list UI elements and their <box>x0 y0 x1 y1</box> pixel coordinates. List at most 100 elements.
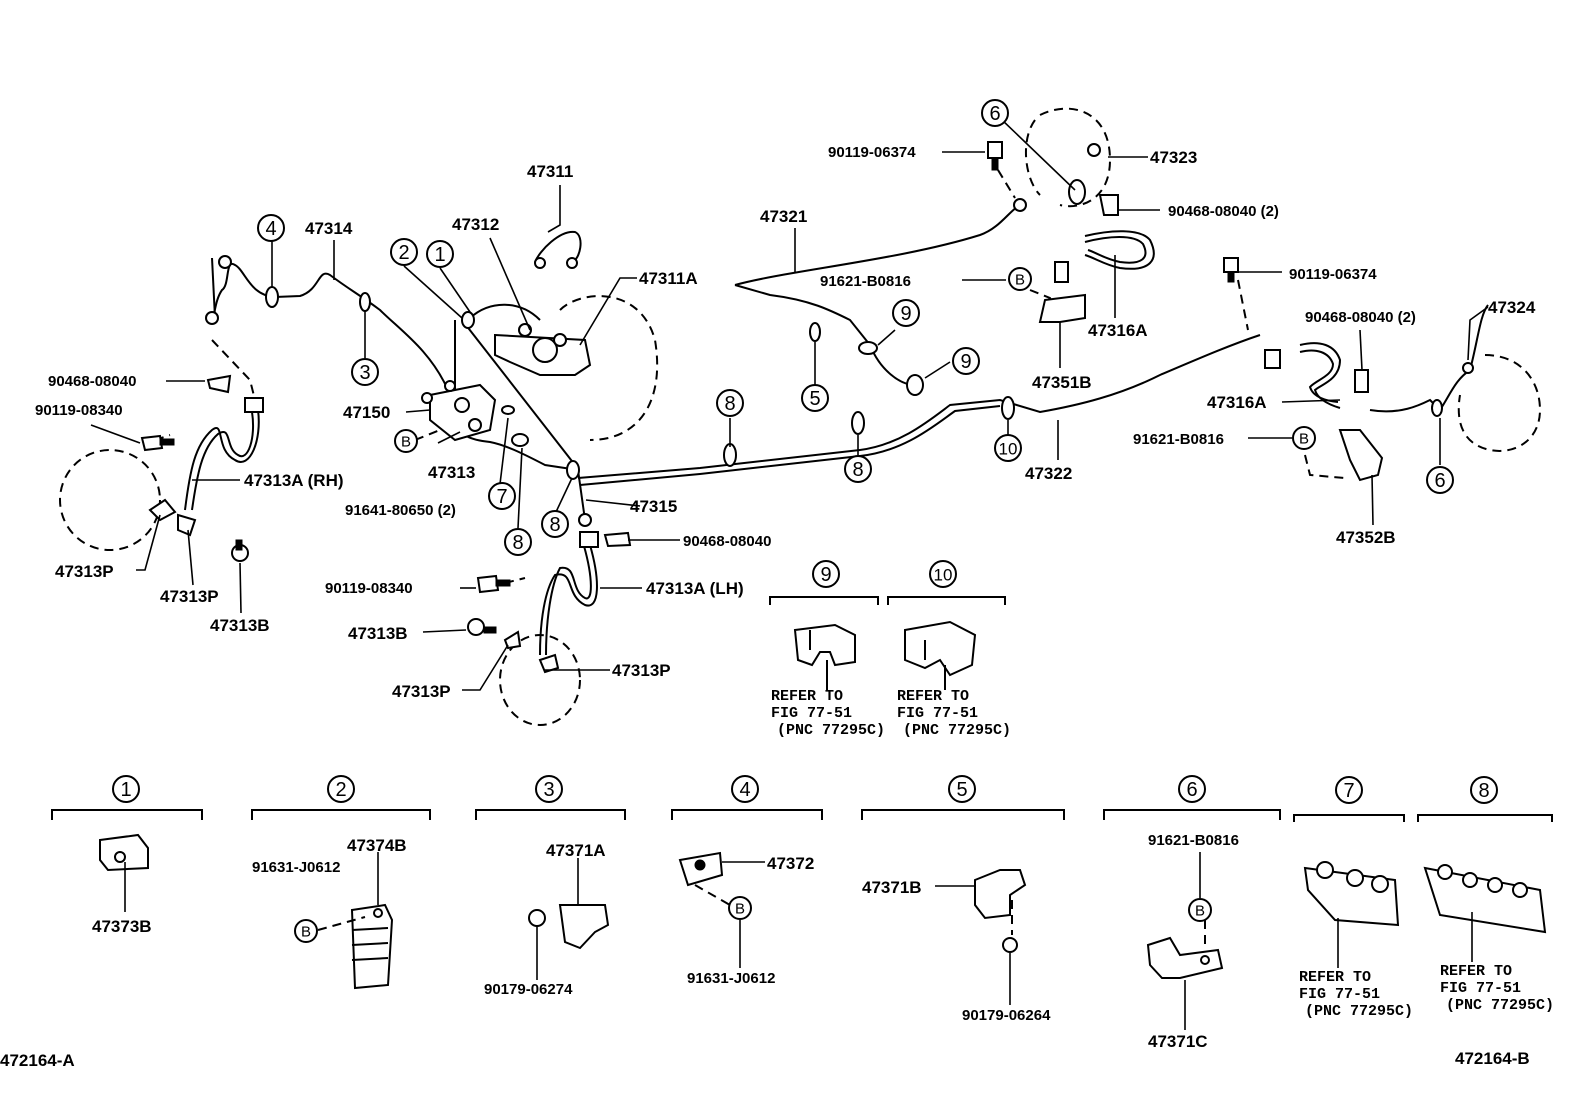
label-91641-80650: 91641-80650 (2) <box>345 502 456 519</box>
svg-text:6: 6 <box>1186 779 1197 801</box>
svg-text:FIG 77-51: FIG 77-51 <box>1299 986 1380 1003</box>
callout-6-main-a: 6 <box>981 99 1009 127</box>
svg-text:3: 3 <box>543 779 554 801</box>
svg-text:8: 8 <box>512 532 523 554</box>
b-marker-inset6: B <box>1188 898 1212 922</box>
callout-5-main: 5 <box>801 384 829 412</box>
svg-text:FIG 77-51: FIG 77-51 <box>897 705 978 722</box>
refer-notes: REFER TO FIG 77-51 (PNC 77295C) REFER TO… <box>771 688 1554 1020</box>
callout-9-inset: 9 <box>812 560 840 588</box>
label-47313P-center-1: 47313P <box>612 661 671 680</box>
callout-10-inset: 10 <box>929 560 957 588</box>
svg-text:B: B <box>1299 431 1309 448</box>
svg-text:B: B <box>401 434 411 451</box>
label-47313B-left: 47313B <box>210 616 270 635</box>
svg-text:REFER TO: REFER TO <box>1299 969 1371 986</box>
label-inset3-90179-06274: 90179-06274 <box>484 981 573 998</box>
callout-3-main: 3 <box>351 358 379 386</box>
svg-text:8: 8 <box>549 514 560 536</box>
label-90119-06374-top: 90119-06374 <box>828 144 916 161</box>
label-47316A-top: 47316A <box>1088 321 1148 340</box>
label-47352B: 47352B <box>1336 528 1396 547</box>
label-47313B-center: 47313B <box>348 624 408 643</box>
svg-text:2: 2 <box>398 242 409 264</box>
clip-90468-top <box>1098 194 1119 216</box>
svg-text:B: B <box>1015 272 1025 289</box>
label-inset2-47374B: 47374B <box>347 836 407 855</box>
callout-2-inset: 2 <box>327 775 355 803</box>
callout-8-main-b: 8 <box>541 510 569 538</box>
inset-labels: 47373B 47374B 91631-J0612 47371A 90179-0… <box>92 832 1239 1051</box>
label-inset1-47373B: 47373B <box>92 917 152 936</box>
callout-10-main: 10 <box>994 434 1022 462</box>
callouts: 4 3 2 1 7 8 8 8 8 5 9 9 10 6 6 9 10 1 2 … <box>112 99 1498 804</box>
label-90468-08040-right: 90468-08040 (2) <box>1305 309 1416 326</box>
callout-7-main: 7 <box>488 482 516 510</box>
callout-8-main-d: 8 <box>844 455 872 483</box>
callout-8-main-a: 8 <box>504 528 532 556</box>
svg-text:REFER TO: REFER TO <box>771 688 843 705</box>
svg-text:B: B <box>735 901 745 918</box>
bolt-47313B-center <box>467 618 497 636</box>
label-47322: 47322 <box>1025 464 1072 483</box>
svg-text:10: 10 <box>934 566 953 585</box>
svg-text:4: 4 <box>265 218 276 240</box>
svg-text:5: 5 <box>956 779 967 801</box>
label-47313: 47313 <box>428 463 475 482</box>
label-47324: 47324 <box>1488 298 1536 317</box>
label-47321: 47321 <box>760 207 807 226</box>
label-47315: 47315 <box>630 497 677 516</box>
label-47311: 47311 <box>527 162 573 181</box>
label-inset6-47371C: 47371C <box>1148 1032 1208 1051</box>
b-marker-47150: B <box>394 429 418 453</box>
callout-3-inset: 3 <box>535 775 563 803</box>
callout-1-inset: 1 <box>112 775 140 803</box>
label-inset4-91631-J0612: 91631-J0612 <box>687 970 775 987</box>
bottom-insets <box>51 809 1553 1030</box>
svg-text:B: B <box>301 924 311 941</box>
label-91621-B0816-top: 91621-B0816 <box>820 273 911 290</box>
bolt-90119-06374-top <box>987 141 1003 171</box>
svg-text:10: 10 <box>999 440 1018 459</box>
svg-text:2: 2 <box>335 779 346 801</box>
callout-4-main: 4 <box>257 214 285 242</box>
b-marker-91621-right: B <box>1292 426 1316 450</box>
callout-6-inset: 6 <box>1178 775 1206 803</box>
callout-2-main: 2 <box>390 238 418 266</box>
label-47150: 47150 <box>343 403 390 422</box>
label-47323: 47323 <box>1150 148 1197 167</box>
dashed-outlines <box>59 107 1542 726</box>
label-inset4-47372: 47372 <box>767 854 814 873</box>
callout-5-inset: 5 <box>948 775 976 803</box>
svg-text:9: 9 <box>820 564 831 586</box>
inset-9-10 <box>769 596 1006 690</box>
label-47311A: 47311A <box>639 269 698 288</box>
svg-text:REFER TO: REFER TO <box>1440 963 1512 980</box>
svg-text:(PNC 77295C): (PNC 77295C) <box>1305 1003 1413 1020</box>
svg-text:9: 9 <box>960 351 971 373</box>
callout-9-main-b: 9 <box>952 347 980 375</box>
diagram-id-right: 472164-B <box>1455 1049 1530 1068</box>
svg-text:FIG 77-51: FIG 77-51 <box>771 705 852 722</box>
callout-8-main-c: 8 <box>716 389 744 417</box>
label-47316A-right: 47316A <box>1207 393 1267 412</box>
refer-note-7: REFER TO FIG 77-51 (PNC 77295C) <box>1299 969 1413 1020</box>
svg-text:(PNC 77295C): (PNC 77295C) <box>903 722 1011 739</box>
bracket-47352B <box>1338 429 1384 482</box>
bracket-47351B <box>1038 293 1086 323</box>
clip-90468-left <box>206 374 232 394</box>
refer-note-9: REFER TO FIG 77-51 (PNC 77295C) <box>771 688 885 739</box>
svg-text:8: 8 <box>1478 780 1489 802</box>
label-47312: 47312 <box>452 215 499 234</box>
callout-1-main: 1 <box>426 240 454 268</box>
svg-text:(PNC 77295C): (PNC 77295C) <box>1446 997 1554 1014</box>
svg-text:8: 8 <box>852 459 863 481</box>
svg-text:5: 5 <box>809 388 820 410</box>
refer-note-10: REFER TO FIG 77-51 (PNC 77295C) <box>897 688 1011 739</box>
svg-text:1: 1 <box>120 779 131 801</box>
label-inset3-47371A: 47371A <box>546 841 606 860</box>
label-inset2-91631-J0612: 91631-J0612 <box>252 859 340 876</box>
svg-text:B: B <box>1195 903 1205 920</box>
label-90119-08340-left: 90119-08340 <box>35 402 123 419</box>
